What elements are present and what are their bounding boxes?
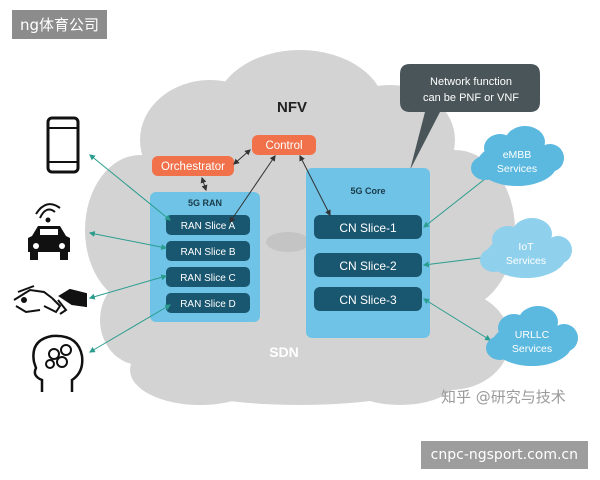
ran-slice-a [166,215,250,235]
bottom-watermark: cnpc-ngsport.com.cn [420,441,588,469]
ran-slice-b-label: RAN Slice B [180,247,235,258]
urllc-line2: Services [512,343,552,355]
embb-services-cloud [471,126,564,186]
callout-box: Network function can be PNF or VNF [400,64,540,170]
orchestrator-box [152,156,234,176]
urllc-line1: URLLC [515,329,550,341]
callout-line1: Network function [430,76,512,88]
iot-line1: IoT [518,241,534,253]
ran-title: 5G RAN [188,198,222,208]
top-watermark: ng体育公司 [12,10,108,39]
cn-slice-1-label: CN Slice-1 [339,221,397,235]
control-box [252,135,316,155]
iot-services-cloud [480,218,572,278]
embb-line1: eMBB [503,149,532,161]
control-label: Control [265,140,302,152]
ran-slice-c [166,267,250,287]
iot-line2: Services [506,255,546,267]
sdn-label: SDN [269,344,299,360]
cn-slice-2-label: CN Slice-2 [339,259,397,273]
embb-line2: Services [497,163,537,175]
nfv-label: NFV [277,99,307,116]
connected-car-icon [28,203,70,260]
brain-head-icon [32,334,84,392]
ran-slice-d [166,293,250,313]
ran-slices: RAN Slice A RAN Slice B RAN Slice C RAN … [166,215,250,313]
service-arrows [422,174,492,341]
callout-line2: can be PNF or VNF [423,92,519,104]
cn-slice-2 [314,253,422,277]
ran-slice-c-label: RAN Slice C [180,273,236,284]
device-arrows [88,154,172,353]
ran-slice-a-label: RAN Slice A [181,221,236,232]
robot-handshake-icon [13,285,87,315]
cloud-shade [266,232,310,252]
ran-slice-d-label: RAN Slice D [180,299,236,310]
cn-slice-1 [314,215,422,239]
zhihu-watermark: 知乎 @研究与技术 [441,388,566,406]
core-slices: CN Slice-1 CN Slice-2 CN Slice-3 [314,215,422,311]
cn-slice-3 [314,287,422,311]
smartphone-icon [46,116,80,174]
ran-slice-b [166,241,250,261]
cn-slice-3-label: CN Slice-3 [339,293,397,307]
orchestrator-label: Orchestrator [161,161,225,173]
urllc-services-cloud [486,306,578,366]
internal-connectors [200,149,331,223]
core-title: 5G Core [350,186,385,196]
